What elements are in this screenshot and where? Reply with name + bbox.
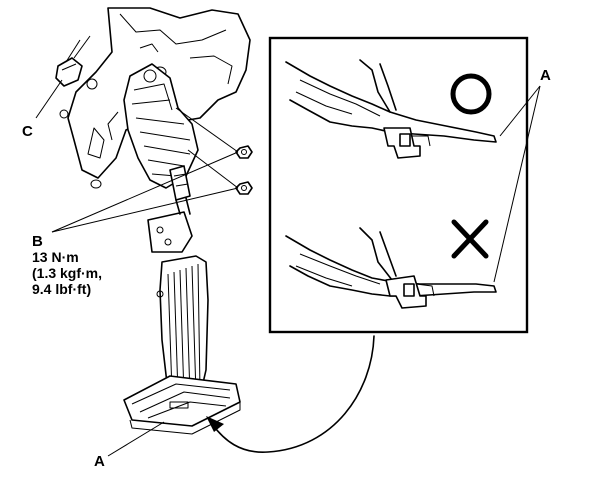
pedal-arm-plate [147, 197, 193, 253]
correct-installation-view [285, 59, 497, 159]
leader-lines [35, 79, 541, 457]
incorrect-installation-view [285, 227, 497, 309]
callout-a-top: A [540, 67, 551, 84]
connector [55, 35, 98, 90]
detail-arrow [206, 335, 375, 453]
mounting-bolts [175, 107, 253, 195]
pedal-sensor-housing [123, 63, 199, 201]
torque-kgf: (1.3 kgf·m, [32, 265, 102, 281]
accelerator-pedal [123, 255, 241, 435]
torque-nm: 13 N·m [32, 249, 79, 265]
callout-a-bottom: A [94, 453, 105, 470]
incorrect-cross-icon [451, 219, 489, 259]
callout-b: B [32, 233, 43, 250]
torque-lbf: 9.4 lbf·ft) [32, 281, 91, 297]
callout-c: C [22, 123, 33, 140]
correct-circle-icon [450, 73, 492, 115]
